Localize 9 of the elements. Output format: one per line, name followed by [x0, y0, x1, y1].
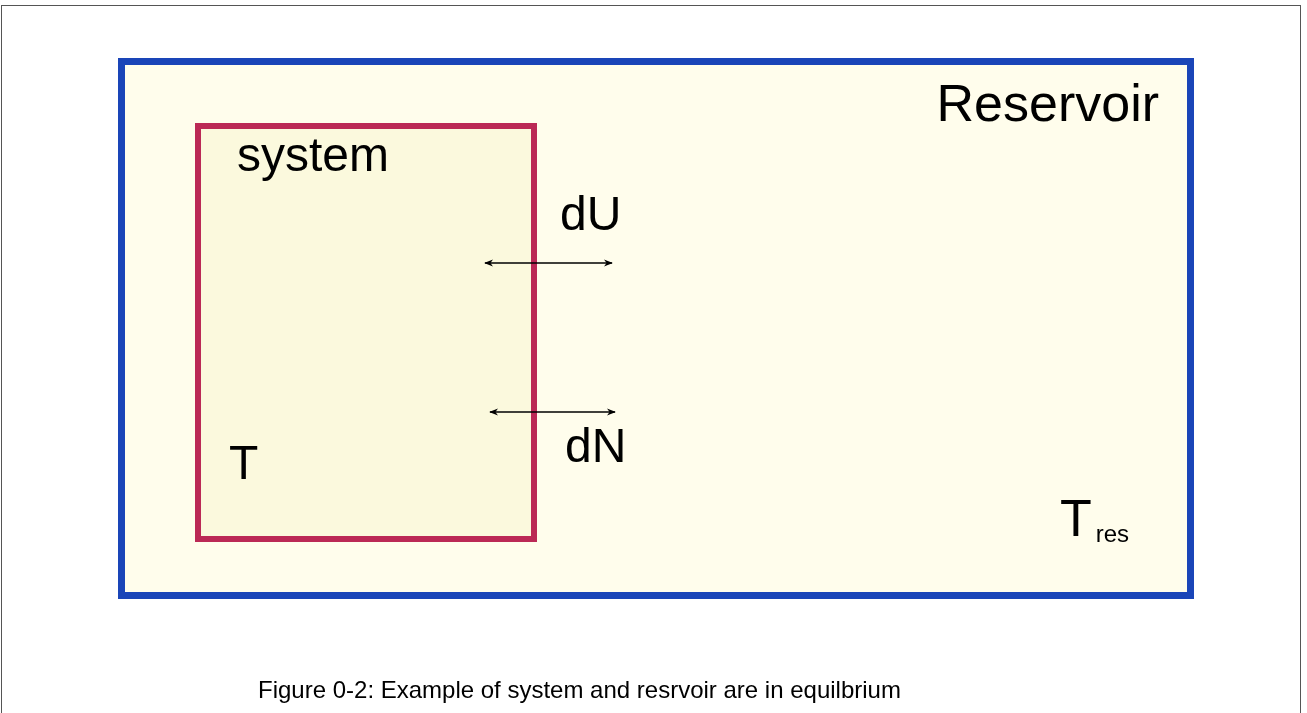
temperature-label: T — [229, 439, 259, 487]
system-box — [195, 123, 537, 542]
figure-caption: Figure 0-2: Example of system and resrvoir are in equilbrium — [258, 678, 901, 702]
box-title: Reservoir — [936, 77, 1159, 129]
box-title: system — [237, 131, 389, 179]
reservoir-box — [118, 58, 1194, 599]
exchange-label: dU — [560, 190, 622, 238]
exchange-label: dN — [565, 422, 627, 470]
temperature-label: T$_{res}$ — [1059, 492, 1129, 544]
